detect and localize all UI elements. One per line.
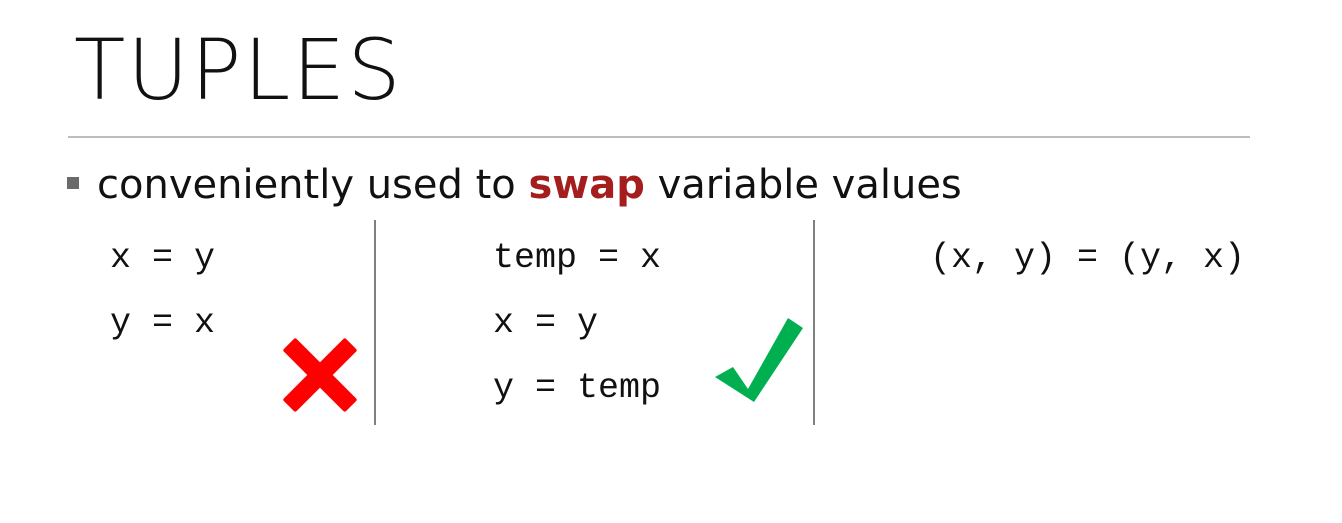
- bullet-suffix: variable values: [644, 162, 962, 208]
- slide-title: TUPLES: [74, 21, 403, 119]
- temporary-variable-swap-line-3: y = temp: [493, 368, 662, 408]
- bullet-prefix: conveniently used to: [97, 162, 529, 208]
- tuple-swap-code: (x, y) = (y, x): [930, 238, 1246, 278]
- title-divider: [68, 136, 1250, 138]
- incorrect-swap-line-2: y = x: [110, 303, 216, 343]
- bullet-item: conveniently used to swap variable value…: [67, 157, 962, 213]
- bullet-square-icon: [67, 176, 79, 189]
- column-divider-left: [374, 220, 376, 425]
- temporary-variable-swap-line-1: temp = x: [493, 238, 662, 278]
- swap-emphasis: swap: [528, 162, 645, 208]
- incorrect-swap-line-1: x = y: [110, 238, 216, 278]
- bullet-text: conveniently used to swap variable value…: [97, 165, 962, 205]
- green-check-icon: [715, 318, 803, 402]
- column-divider-right: [813, 220, 815, 425]
- red-x-icon: [283, 338, 357, 412]
- temporary-variable-swap-line-2: x = y: [493, 303, 599, 343]
